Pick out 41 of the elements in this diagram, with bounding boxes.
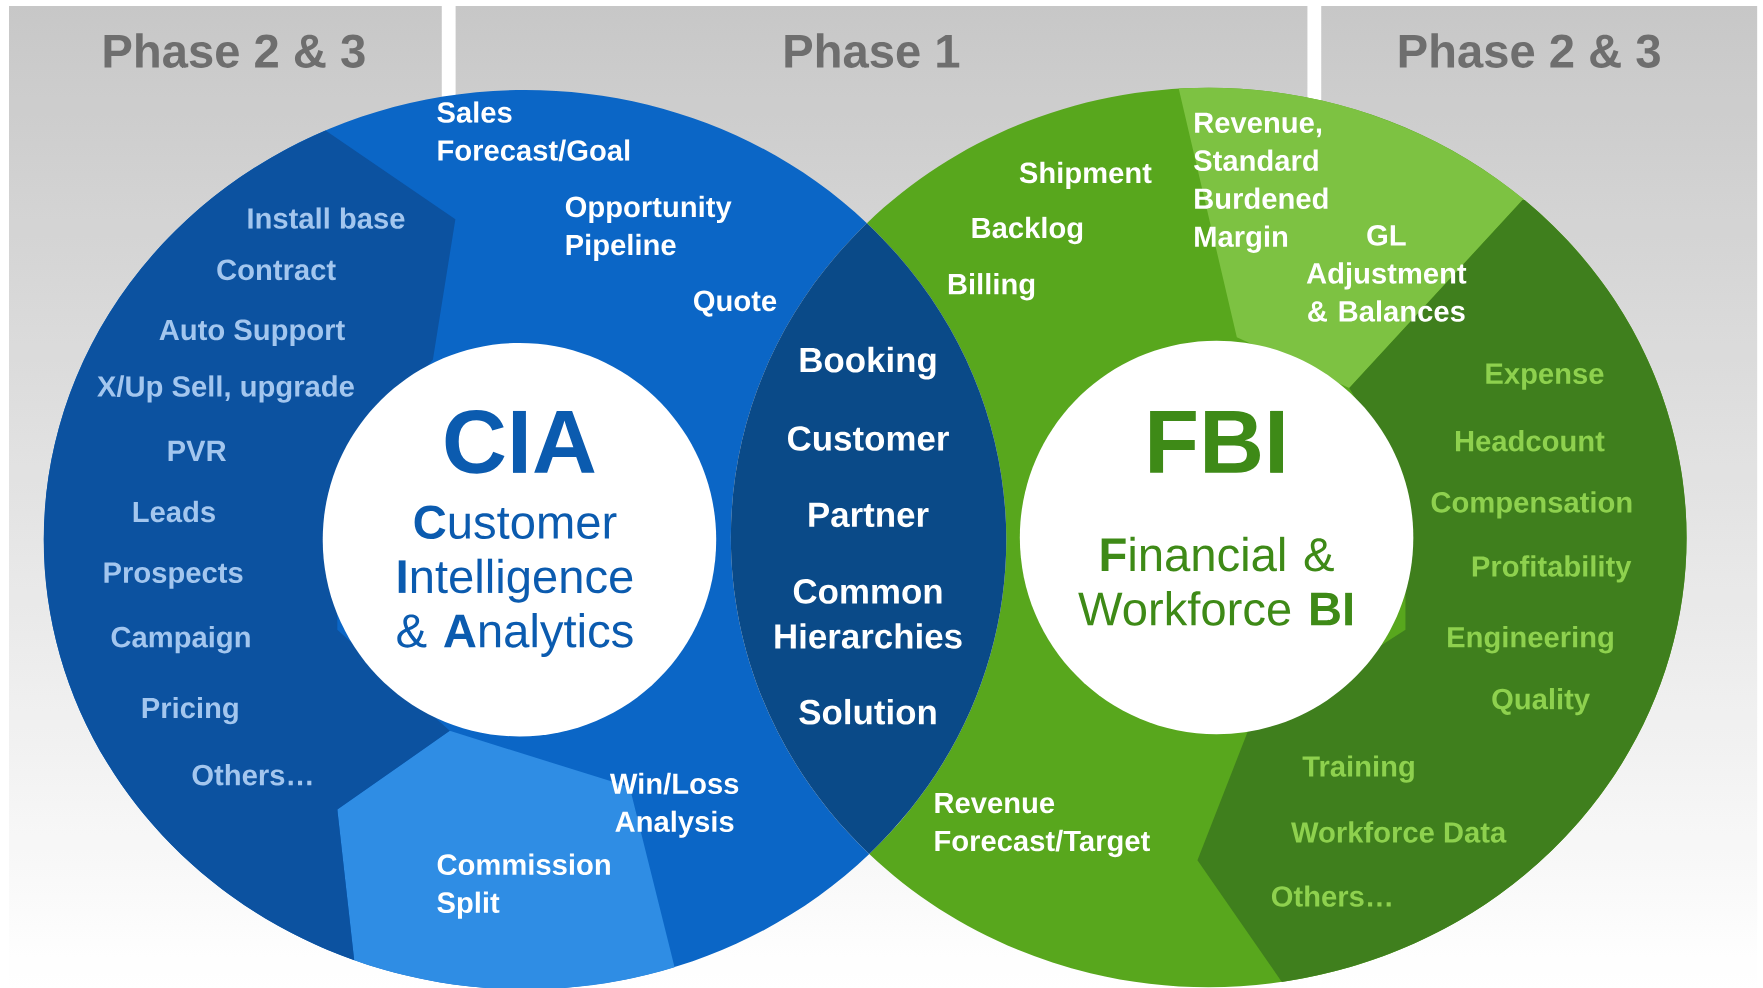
data-label: Auto Support	[159, 319, 345, 346]
data-label: Prospects	[104, 562, 243, 589]
center-circle	[1019, 340, 1414, 735]
data-label: Quality	[1492, 687, 1590, 716]
data-label: Shipment	[1019, 161, 1152, 189]
data-label: Headcount	[1456, 429, 1605, 452]
circle-title: FBI	[1150, 410, 1284, 473]
data-label: X/Up Sell, upgrade	[97, 375, 354, 403]
data-label: Workforce Data	[1291, 821, 1507, 843]
phase-heading: Phase 2 & 3	[1399, 33, 1660, 68]
phase-heading: Phase 1	[785, 33, 960, 68]
data-label: Billing	[948, 272, 1035, 301]
data-label: Booking	[800, 346, 936, 380]
data-label: Install base	[248, 207, 405, 229]
data-label: PVR	[168, 440, 227, 461]
data-label: Others…	[192, 763, 312, 786]
data-label: Win/Loss Analysis	[609, 772, 739, 838]
data-label: Contract	[217, 259, 336, 281]
data-label: Commission Split	[437, 853, 610, 919]
circle-subtitle: Financial & Workforce BI	[1078, 536, 1352, 626]
phase-heading: Phase 2 & 3	[104, 33, 365, 68]
circle-subtitle: Customer Intelligence & Analytics	[397, 505, 633, 657]
circle-title: CIA	[445, 409, 595, 474]
data-label: Quote	[694, 290, 777, 317]
data-label: Sales Forecast/Goal	[437, 101, 630, 161]
data-label: Opportunity Pipeline	[565, 195, 732, 261]
data-label: Pricing	[142, 696, 238, 725]
data-label: Compensation	[1431, 491, 1632, 519]
data-label: Partner	[809, 502, 929, 527]
data-label: Expense	[1486, 363, 1604, 390]
data-label: Customer	[788, 426, 949, 451]
data-label: Common Hierarchies	[775, 578, 962, 649]
data-label: Engineering	[1448, 625, 1613, 654]
data-label: Training	[1302, 755, 1414, 783]
data-label: Others…	[1271, 885, 1391, 907]
data-label: Backlog	[972, 216, 1083, 244]
data-label: Revenue Forecast/Target	[935, 792, 1150, 857]
data-label: Profitability	[1472, 555, 1632, 583]
data-label: Campaign	[111, 625, 250, 654]
data-label: Solution	[799, 698, 936, 725]
data-label: Leads	[133, 500, 215, 523]
